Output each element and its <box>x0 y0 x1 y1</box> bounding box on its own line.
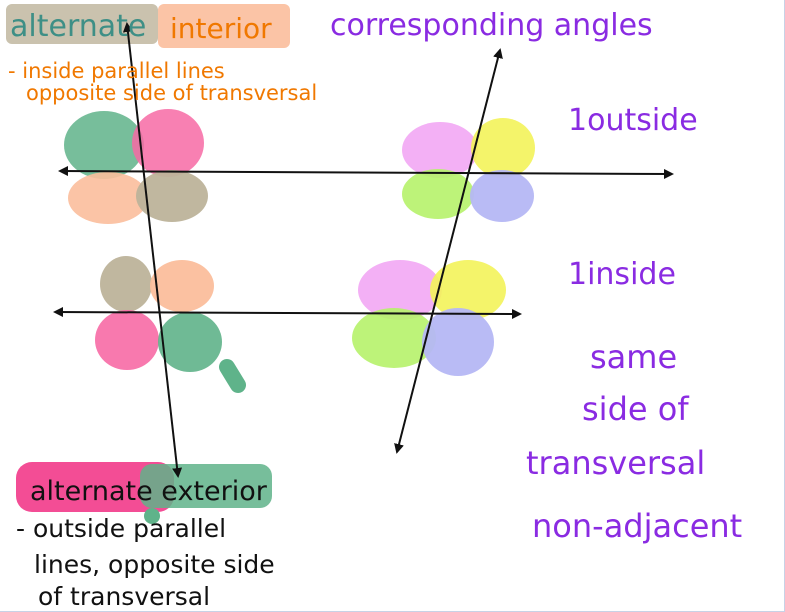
outside-label: 1outside <box>568 103 698 138</box>
interior-note-line-2: opposite side of transversal <box>26 81 317 105</box>
same-side-line-2: side of <box>582 390 689 428</box>
interior-note-line-1: - inside parallel lines <box>8 59 225 83</box>
interior-highlight <box>158 4 290 48</box>
angle-bottom-right-green <box>158 312 222 372</box>
alternate-exterior-label: alternate exterior <box>30 476 268 507</box>
exterior-note-line-2: lines, opposite side <box>34 550 275 579</box>
exterior-note-line-1: - outside parallel <box>16 514 226 543</box>
angle-bottom-right-periwinkle-2 <box>422 308 494 376</box>
same-side-line-3: transversal <box>526 444 705 482</box>
angle-top-left-sage <box>100 256 152 312</box>
alternate-exterior-green-dot <box>144 508 160 524</box>
transversal-left <box>122 22 183 478</box>
alternate-highlight <box>6 4 158 44</box>
corresponding-angles-title: corresponding angles <box>330 8 653 43</box>
transversal-right <box>394 48 503 454</box>
right-bottom-angle-group <box>352 260 506 376</box>
interior-label: interior <box>170 12 272 45</box>
inside-label: 1inside <box>568 257 676 292</box>
stray-green-stroke <box>219 359 246 393</box>
same-side-line-4: non-adjacent <box>532 507 742 545</box>
left-top-angle-group <box>64 109 208 224</box>
angle-bottom-left-pink <box>95 310 159 370</box>
same-side-line-1: same <box>590 338 677 376</box>
alternate-label: alternate <box>10 9 146 44</box>
angle-top-left-green <box>64 111 144 179</box>
angle-bottom-right-periwinkle <box>470 170 534 222</box>
angle-bottom-left-peach <box>68 172 148 224</box>
exterior-note-line-3: of transversal <box>38 582 210 611</box>
